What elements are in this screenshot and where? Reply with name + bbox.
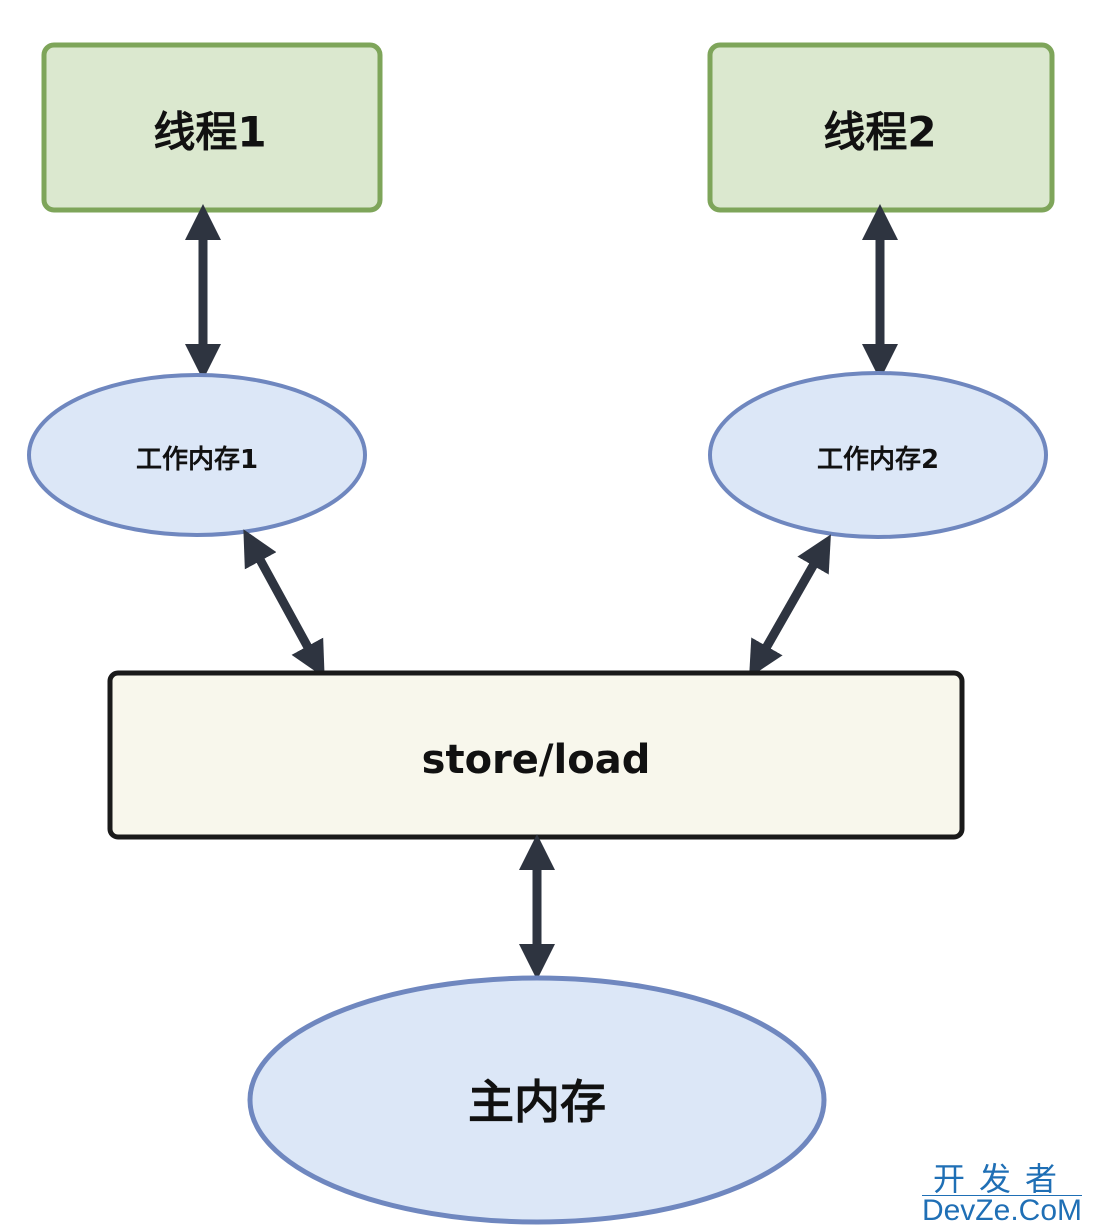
storeload-label: store/load — [422, 737, 651, 783]
workmem2-ellipse: 工作内存2 — [708, 371, 1048, 539]
mainmem-label: 主内存 — [468, 1075, 606, 1129]
thread2-box: 线程2 — [707, 42, 1055, 213]
thread1-label: 线程1 — [153, 108, 266, 157]
thread2-label: 线程2 — [823, 108, 936, 157]
thread1-box: 线程1 — [41, 42, 383, 213]
watermark-cn: 开发者 — [932, 1161, 1071, 1197]
mainmem-ellipse: 主内存 — [247, 975, 827, 1225]
watermark: 开发者 DevZe.CoM — [921, 1161, 1082, 1227]
arrow-workmem2-storeload — [749, 534, 831, 678]
storeload-box: store/load — [107, 670, 965, 840]
arrow-workmem1-storeload — [243, 529, 325, 678]
workmem2-label: 工作内存2 — [817, 445, 939, 475]
workmem1-label: 工作内存1 — [136, 445, 258, 475]
workmem1-ellipse: 工作内存1 — [27, 373, 367, 537]
watermark-en: DevZe.CoM — [921, 1194, 1082, 1227]
